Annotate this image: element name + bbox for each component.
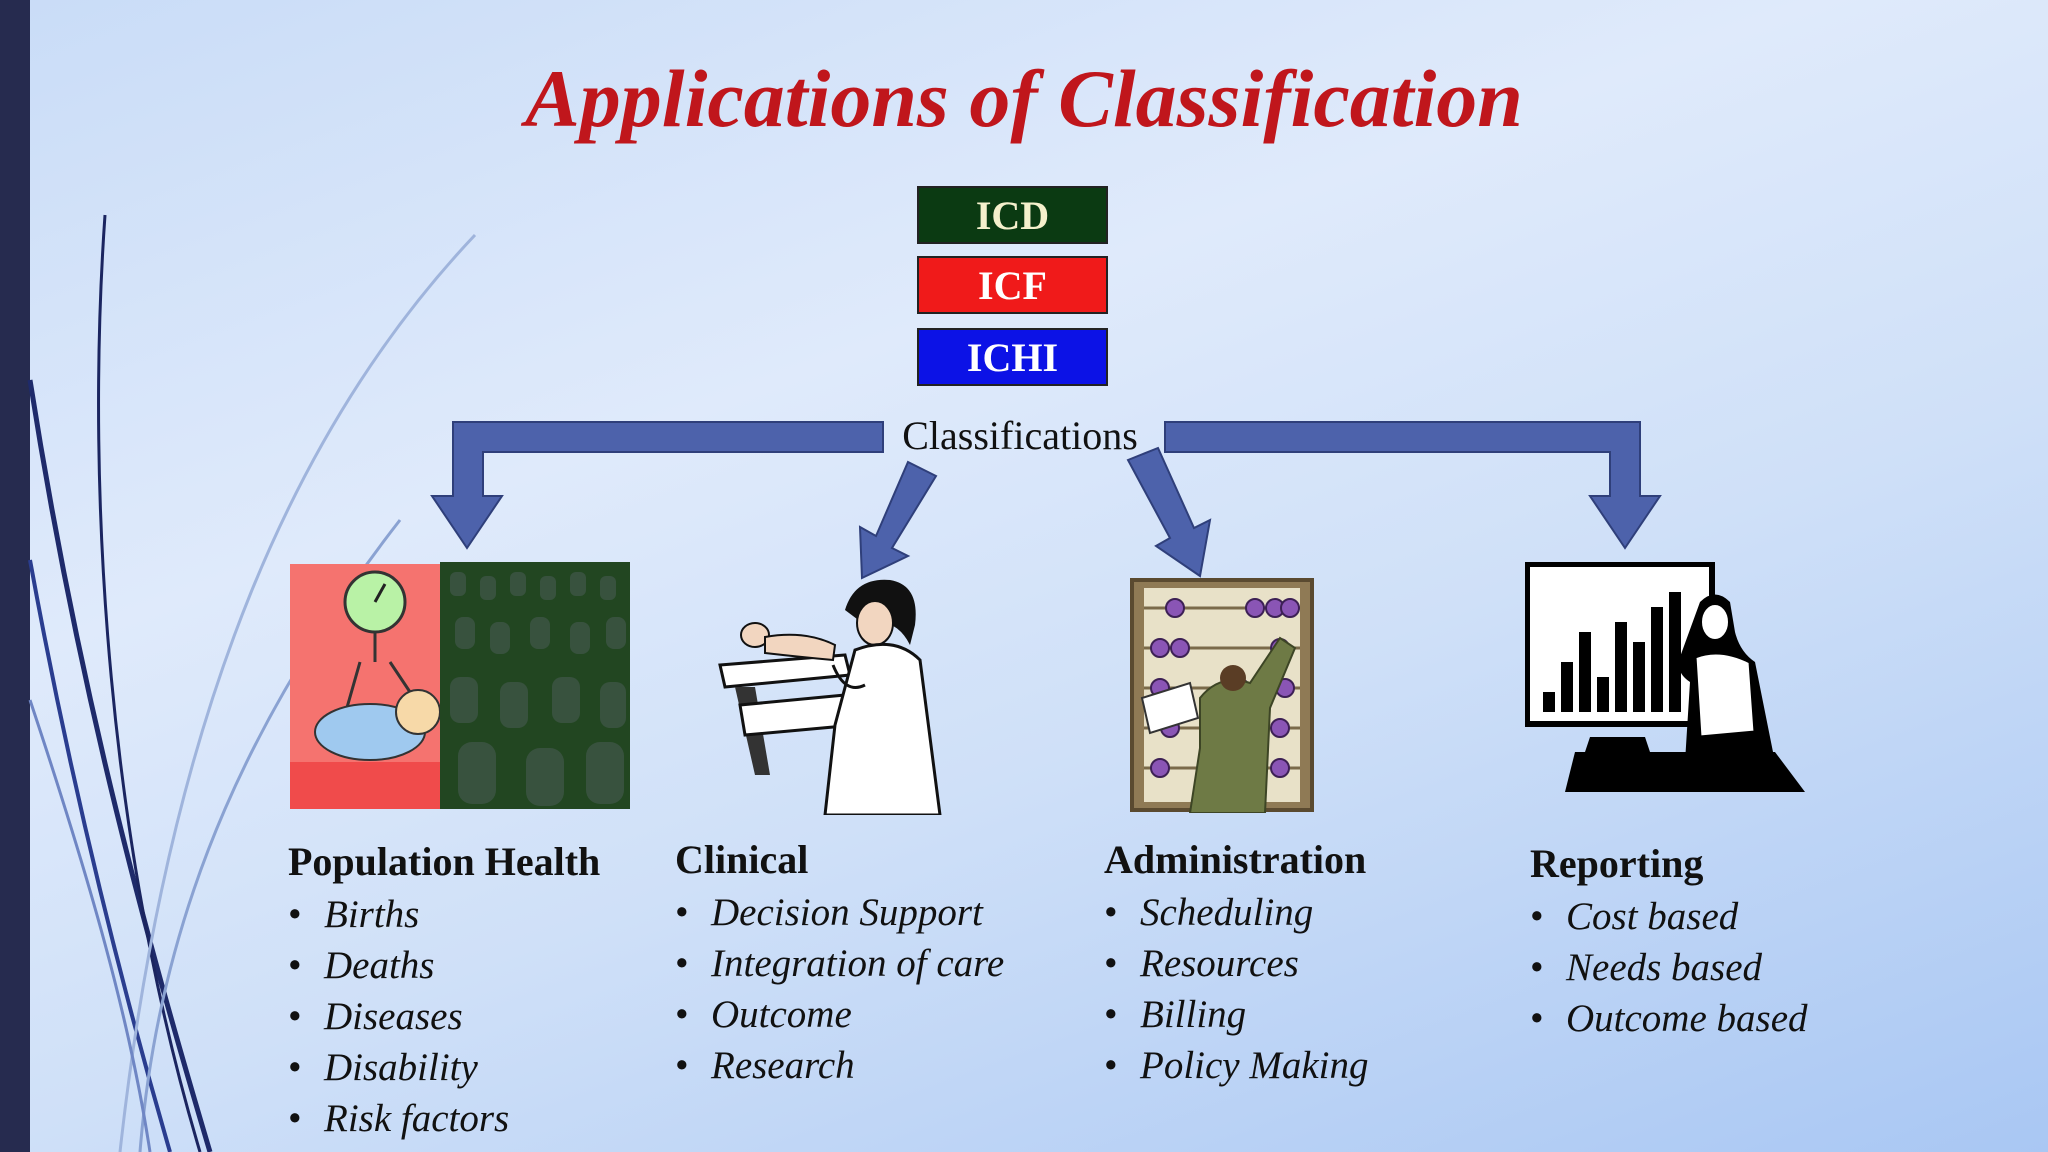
list-item: Outcome bbox=[675, 989, 1004, 1040]
slide-title: Applications of Classification bbox=[525, 53, 1523, 144]
arrow-clinical bbox=[858, 460, 938, 580]
list-item: Needs based bbox=[1530, 942, 1808, 993]
arrow-reporting bbox=[1164, 421, 1662, 550]
clinical-group: Clinical Decision Support Integration of… bbox=[675, 836, 1004, 1091]
reporting-group: Reporting Cost based Needs based Outcome… bbox=[1530, 840, 1808, 1044]
arrow-administration bbox=[1126, 446, 1212, 578]
population-health-image bbox=[290, 562, 630, 809]
population-health-heading: Population Health bbox=[288, 839, 601, 884]
arrow-population-health bbox=[430, 421, 884, 550]
reporting-heading: Reporting bbox=[1530, 841, 1704, 886]
list-item: Billing bbox=[1104, 989, 1369, 1040]
list-item: Deaths bbox=[288, 940, 600, 991]
clinical-image bbox=[718, 579, 942, 815]
list-item: Outcome based bbox=[1530, 993, 1808, 1044]
icf-box: ICF bbox=[917, 256, 1108, 314]
ichi-box: ICHI bbox=[917, 328, 1108, 386]
list-item: Cost based bbox=[1530, 891, 1808, 942]
baby-head-icon bbox=[395, 689, 441, 735]
list-item: Diseases bbox=[288, 991, 600, 1042]
reporting-image bbox=[1525, 562, 1805, 792]
list-item: Disability bbox=[288, 1042, 600, 1093]
list-item: Risk factors bbox=[288, 1093, 600, 1144]
classifications-label: Classifications bbox=[902, 413, 1138, 458]
list-item: Decision Support bbox=[675, 887, 1004, 938]
slide-sidebar-bar bbox=[0, 0, 30, 1152]
icd-box: ICD bbox=[917, 186, 1108, 244]
administration-heading: Administration bbox=[1104, 837, 1367, 882]
list-item: Research bbox=[675, 1040, 1004, 1091]
list-item: Births bbox=[288, 889, 600, 940]
administration-group: Administration Scheduling Resources Bill… bbox=[1104, 836, 1369, 1091]
population-health-group: Population Health Births Deaths Diseases… bbox=[288, 838, 600, 1144]
administration-image bbox=[1130, 578, 1314, 813]
list-item: Integration of care bbox=[675, 938, 1004, 989]
list-item: Policy Making bbox=[1104, 1040, 1369, 1091]
list-item: Resources bbox=[1104, 938, 1369, 989]
list-item: Scheduling bbox=[1104, 887, 1369, 938]
clinical-heading: Clinical bbox=[675, 837, 809, 882]
